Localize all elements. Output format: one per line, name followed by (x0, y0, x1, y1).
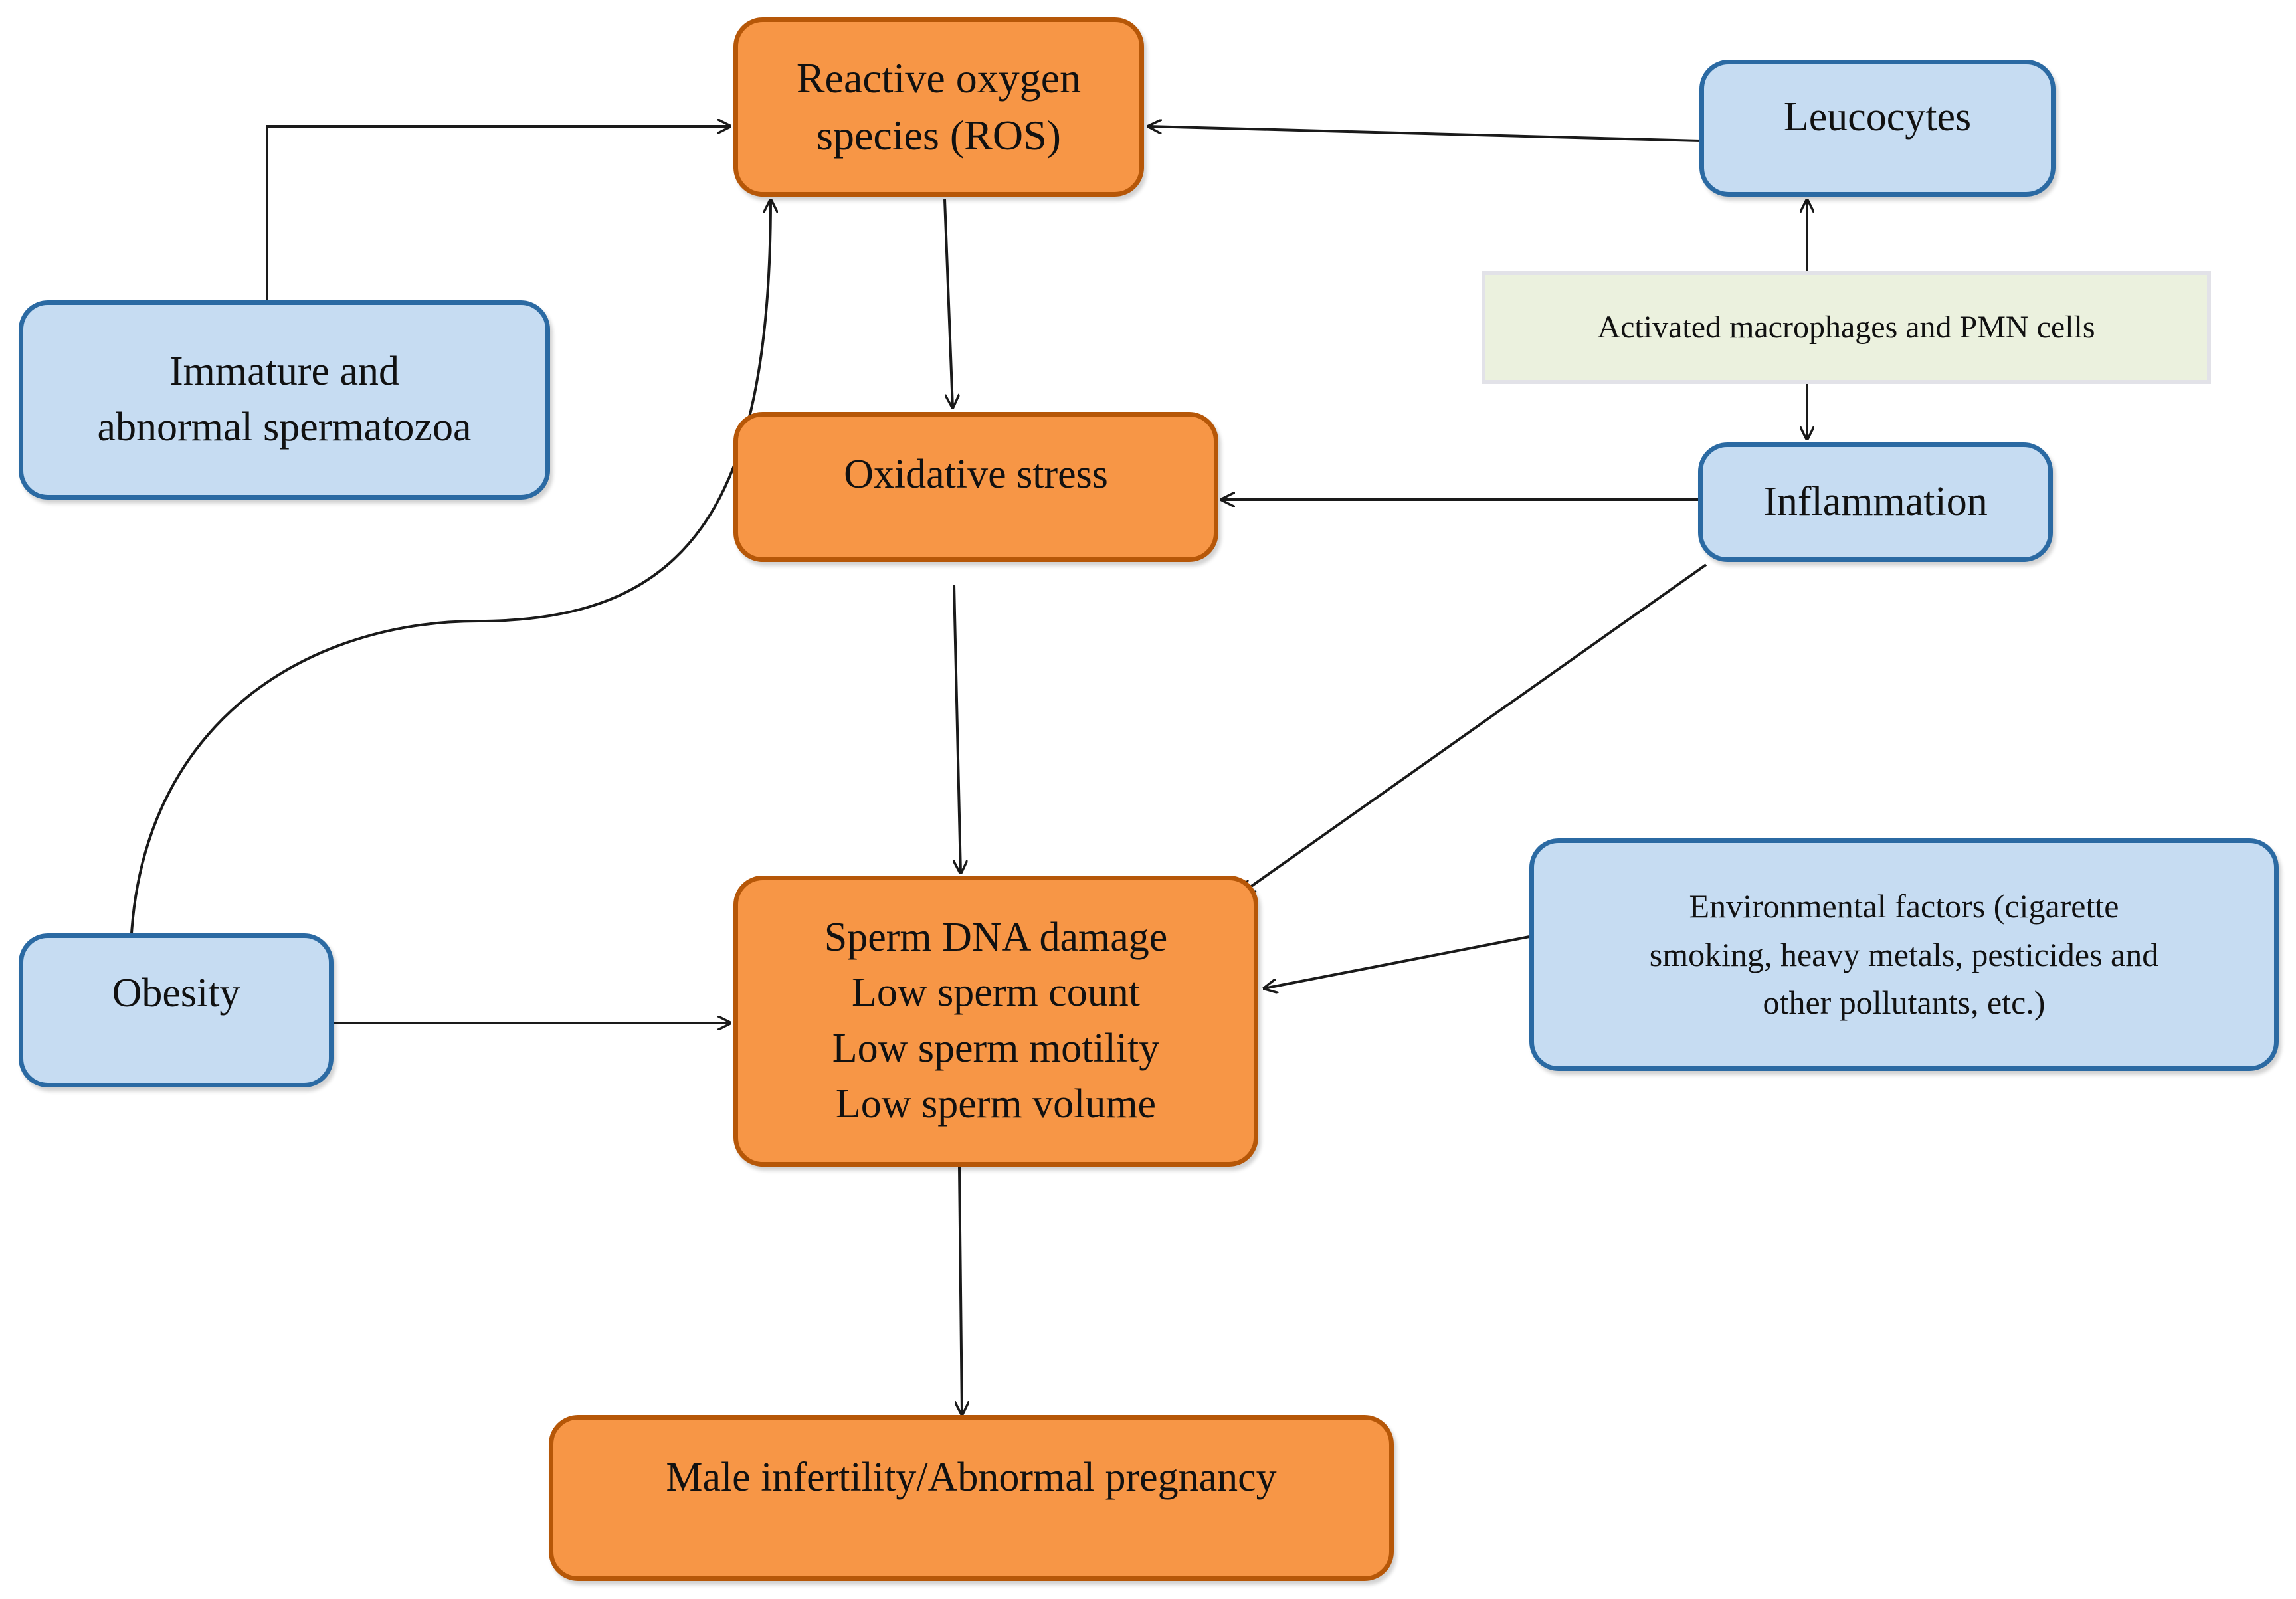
environmental-line-2: smoking, heavy metals, pesticides and (1649, 935, 2159, 973)
male-infertility-label: Male infertility/Abnormal pregnancy (666, 1455, 1277, 1500)
oxidative-stress-label: Oxidative stress (844, 452, 1108, 497)
oxidative-stress-box: Oxidative stress (733, 412, 1218, 562)
arrow-inflammation-to-sperm (1241, 563, 1707, 894)
macrophages-box: Activated macrophages and PMN cells (1482, 271, 2211, 384)
male-infertility-box: Male infertility/Abnormal pregnancy (549, 1415, 1394, 1581)
environmental-line-1: Environmental factors (cigarette (1689, 888, 2119, 925)
arrow-leucocytes-to-ros (1148, 126, 1701, 142)
arrow-environmental-to-sperm (1264, 935, 1530, 988)
immature-spermatozoa-box: Immature and abnormal spermatozoa (19, 300, 550, 500)
ros-line-1: Reactive oxygen (796, 54, 1082, 102)
arrow-sperm-to-infertility (959, 1166, 962, 1415)
ros-box: Reactive oxygen species (ROS) (733, 17, 1144, 197)
inflammation-box: Inflammation (1698, 442, 2053, 562)
inflammation-label: Inflammation (1763, 479, 1988, 525)
arrow-immature-to-ros (266, 126, 731, 300)
sperm-damage-box: Sperm DNA damage Low sperm count Low spe… (733, 876, 1258, 1167)
sperm-line-1: Sperm DNA damage (824, 914, 1168, 960)
environmental-factors-box: Environmental factors (cigarette smoking… (1529, 838, 2279, 1071)
obesity-box: Obesity (19, 933, 334, 1087)
macrophages-label: Activated macrophages and PMN cells (1597, 309, 2095, 345)
sperm-line-3: Low sperm motility (832, 1026, 1160, 1071)
sperm-line-4: Low sperm volume (835, 1081, 1157, 1127)
leucocytes-label: Leucocytes (1783, 94, 1972, 140)
immature-line-2: abnormal spermatozoa (97, 405, 472, 450)
immature-line-1: Immature and (169, 349, 400, 395)
arrow-ros-to-oxidative (943, 199, 953, 408)
obesity-label: Obesity (112, 971, 240, 1016)
ros-line-2: species (ROS) (816, 112, 1061, 159)
leucocytes-box: Leucocytes (1699, 60, 2056, 197)
environmental-line-3: other pollutants, etc.) (1763, 984, 2046, 1022)
arrow-oxidative-to-sperm (953, 584, 961, 874)
sperm-line-2: Low sperm count (852, 970, 1140, 1016)
